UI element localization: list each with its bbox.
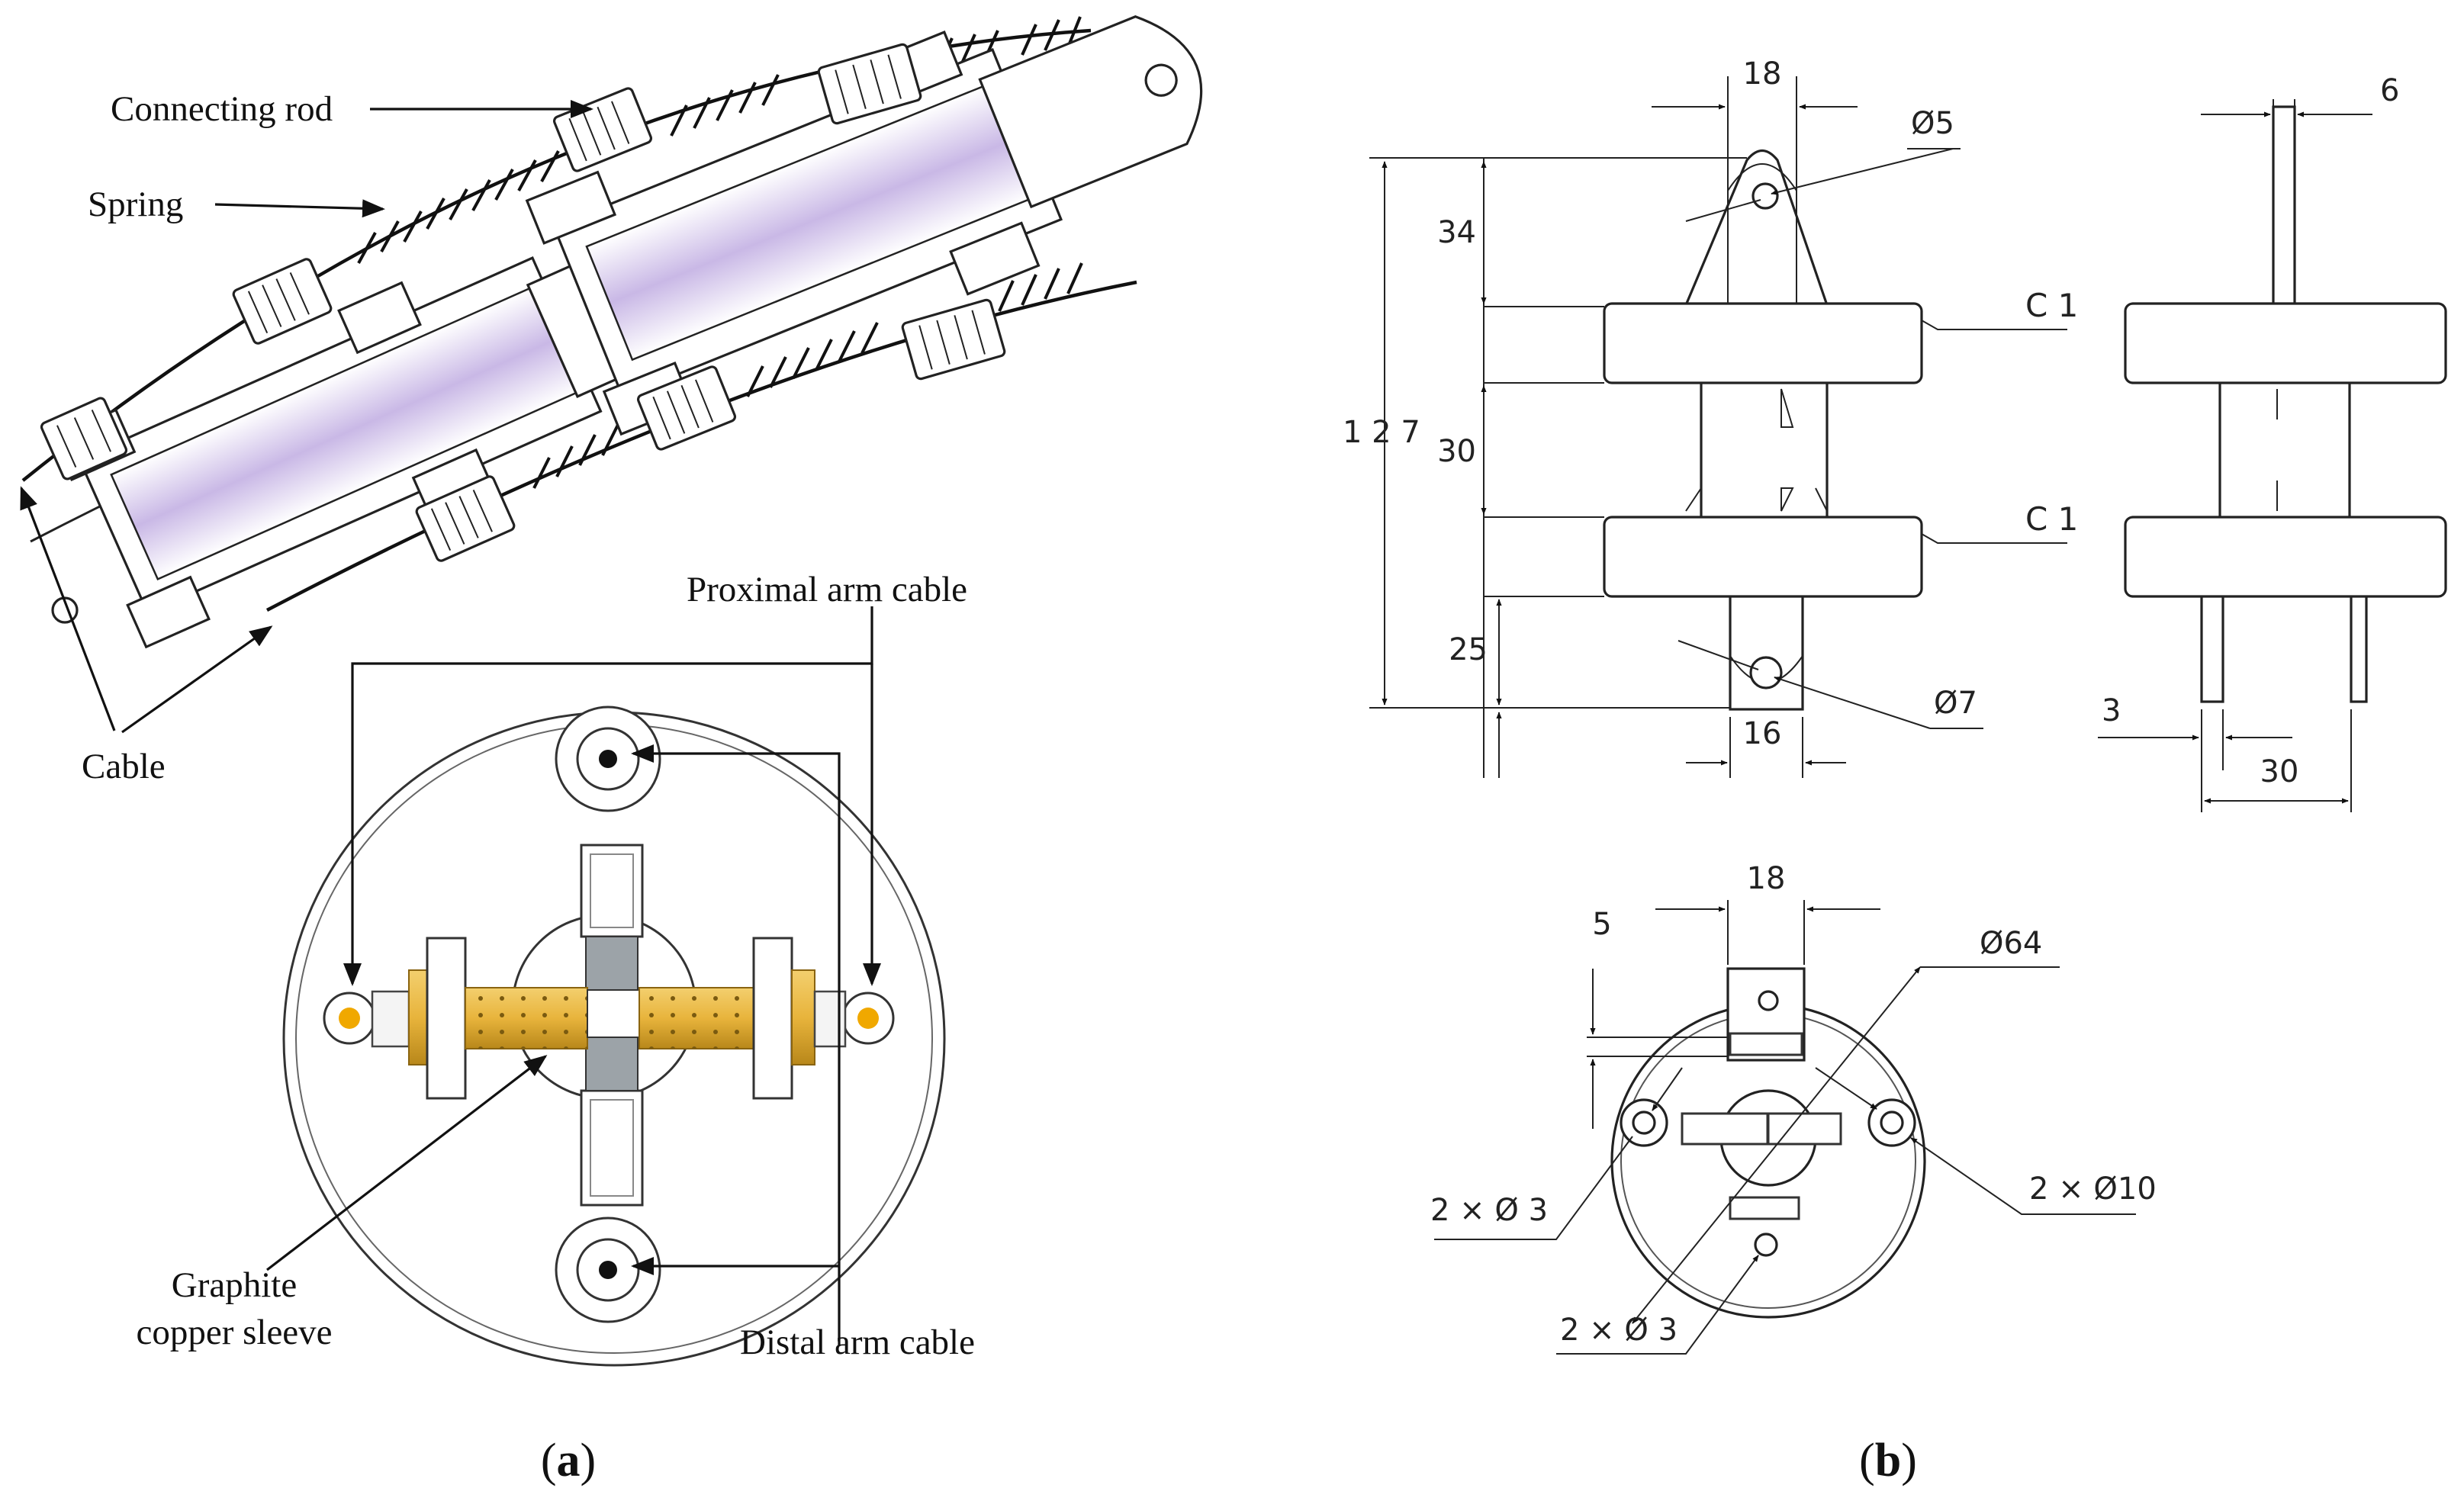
caption-a: (a) [541, 1435, 596, 1487]
dim-overall-height: 1 2 7 [1343, 415, 1420, 450]
cable-socket-right [841, 992, 895, 1045]
panel-a-labels: Connecting rod Spring Cable Proximal arm… [82, 89, 975, 1487]
panel-b-labels: 18 Ø5 34 1 2 7 30 25 C 1 C 1 Ø7 16 6 3 3… [1343, 56, 2399, 1487]
top-view-dimensions [1434, 900, 2136, 1355]
cross-section [282, 706, 946, 1367]
label-copper-sleeve: copper sleeve [136, 1313, 332, 1352]
front-view [1603, 149, 1923, 711]
dim-side-bottom-thickness: 3 [2102, 693, 2121, 728]
caption-a-letter: a [557, 1435, 581, 1487]
dim-chamfer-lower: C 1 [2025, 500, 2078, 538]
label-cable: Cable [82, 747, 166, 786]
dim-hole-bottom: Ø7 [1934, 686, 1977, 721]
dim-top-width: 18 [1743, 56, 1782, 92]
graphite-copper-sleeve [371, 937, 847, 1100]
label-spring: Spring [88, 185, 183, 224]
top-view [1610, 967, 1926, 1319]
lower-disk [1603, 516, 1923, 598]
side-bottom-left [2200, 593, 2224, 703]
dim-offset: 5 [1592, 907, 1611, 942]
label-distal-arm-cable: Distal arm cable [740, 1323, 975, 1362]
cable-socket-top [555, 706, 661, 812]
side-view [2124, 105, 2447, 703]
dim-slot-width: 18 [1747, 861, 1786, 896]
side-waist [2218, 380, 2351, 520]
cable-socket-bottom [555, 1217, 661, 1323]
lower-spring [532, 262, 1083, 489]
link-right [525, 15, 1203, 436]
side-view-dimensions [2098, 99, 2372, 812]
dim-diameter: Ø64 [1980, 926, 2042, 961]
side-lower-disk [2124, 516, 2447, 598]
hole-top [1751, 182, 1779, 210]
dim-chamfer-upper: C 1 [2025, 287, 2078, 324]
bottom-tab [1729, 586, 1804, 711]
caption-b: (b) [1859, 1435, 1917, 1487]
label-proximal-arm-cable: Proximal arm cable [687, 570, 967, 609]
dim-holes-bottom: 2 × Ø 3 [1560, 1313, 1678, 1348]
panel-a-leaders [20, 100, 593, 734]
front-view-dimensions [1369, 76, 2067, 778]
side-top-tab [2272, 105, 2296, 307]
label-graphite: Graphite [172, 1265, 297, 1305]
side-upper-disk [2124, 302, 2447, 384]
hole-bottom [1749, 656, 1783, 689]
dim-hole-top: Ø5 [1911, 106, 1954, 141]
dim-bottom-width: 16 [1743, 716, 1782, 751]
cable-socket-left [323, 992, 376, 1045]
label-connecting-rod: Connecting rod [111, 89, 333, 129]
dim-holes-left: 2 × Ø 3 [1430, 1193, 1548, 1228]
dim-height-bottom: 25 [1449, 632, 1488, 667]
dim-height-mid: 30 [1437, 434, 1476, 469]
dim-holes-right: 2 × Ø10 [2029, 1172, 2157, 1207]
dim-side-top-thickness: 6 [2380, 73, 2399, 108]
snake-arm-drawing [21, 15, 1203, 649]
side-bottom-right [2350, 593, 2368, 703]
cross-section-leaders [266, 606, 881, 1346]
upper-disk [1603, 302, 1923, 384]
caption-b-letter: b [1875, 1435, 1901, 1487]
dim-height-top: 34 [1437, 215, 1476, 250]
dim-side-bottom-width: 30 [2260, 754, 2299, 789]
waist [1700, 380, 1829, 520]
